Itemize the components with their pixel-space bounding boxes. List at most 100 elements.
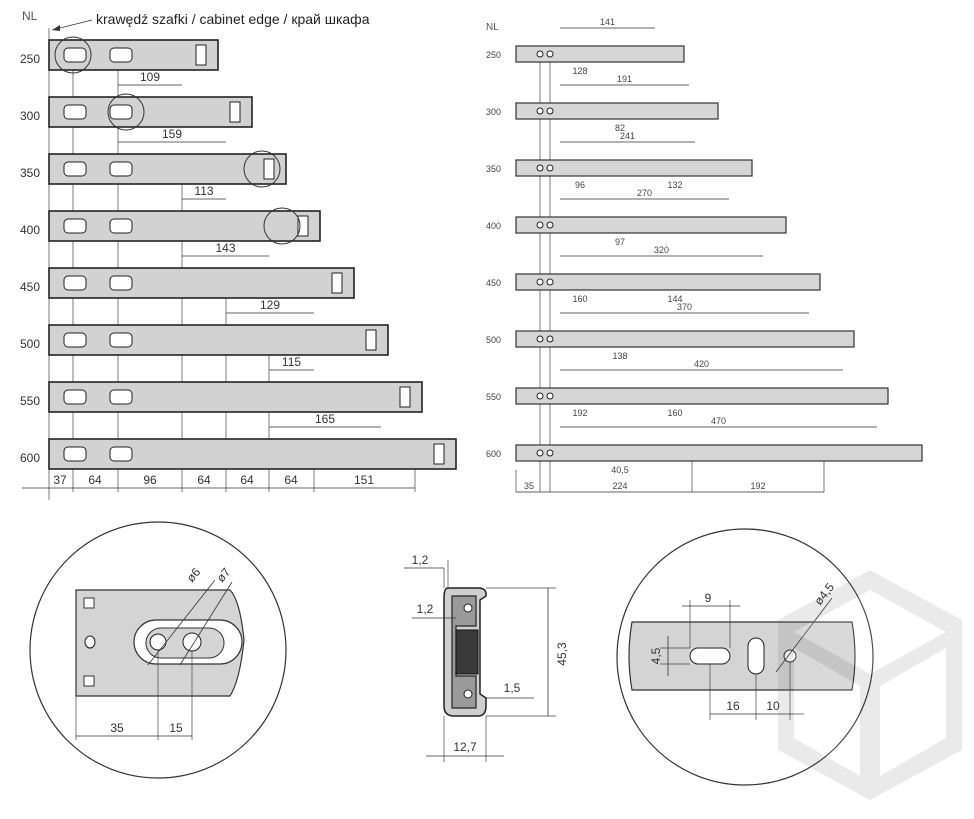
right-top-dim-value: 420: [694, 359, 709, 369]
right-top-dim-value: 191: [617, 74, 632, 84]
left-rail-row: 450 143: [20, 241, 355, 299]
right-rail-row: 400 270 97: [486, 188, 787, 247]
right-rail-hole: [546, 164, 554, 172]
detail1-square-hole-bottom: [83, 675, 95, 687]
left-rail-slot: [63, 332, 87, 348]
right-rail: [515, 159, 753, 177]
left-nl-value: 400: [20, 223, 40, 237]
right-top-dim-value: 470: [711, 416, 726, 426]
cross-section: 1,2 1,2 1,5 45,3 12,7: [404, 553, 569, 762]
right-bottom-224: 224: [612, 481, 627, 491]
detail1-round-hole: [84, 635, 96, 649]
bottom-dim-96: 96: [143, 473, 157, 487]
cabinet-edge-label: krawędź szafki / cabinet edge / край шка…: [96, 11, 370, 27]
thickness-1-5: 1,5: [504, 681, 521, 695]
height-45-3: 45,3: [555, 642, 569, 666]
edge-arrowhead: [52, 25, 60, 31]
bottom-dim-151: 151: [354, 473, 374, 487]
right-rail: [515, 330, 855, 348]
detail-circle-right: 9 4,5 ø4,5 16 10: [616, 528, 874, 786]
left-rail-row: 600 165: [20, 412, 457, 470]
left-rail-end-hook: [263, 158, 275, 180]
right-bottom-dim-value: 96: [575, 180, 585, 190]
left-rail-slot: [109, 275, 133, 291]
right-rail-hole: [536, 449, 544, 457]
dim-15: 15: [169, 721, 183, 735]
left-rail-slot: [63, 446, 87, 462]
right-rail-hole: [536, 278, 544, 286]
left-nl-value: 300: [20, 109, 40, 123]
right-bottom-dim-value: 82: [615, 123, 625, 133]
left-callout-circle: [54, 36, 92, 74]
left-rail-end-hook: [229, 101, 241, 123]
right-bottom-192: 192: [750, 481, 765, 491]
bottom-dim-64a: 64: [88, 473, 102, 487]
left-dim-value: 113: [194, 184, 213, 198]
detail1-hole-phi6: [149, 633, 167, 651]
right-rail: [515, 387, 889, 405]
left-dim-value: 143: [215, 241, 235, 255]
left-rail-slot: [63, 389, 87, 405]
right-bottom-dim-value: 97: [615, 237, 625, 247]
bottom-dim-37: 37: [53, 473, 67, 487]
right-rail-hole: [536, 50, 544, 58]
right-rail-hole: [546, 107, 554, 115]
left-rail-slot: [63, 275, 87, 291]
left-rail-slot: [63, 218, 87, 234]
right-rail-hole: [546, 278, 554, 286]
dim-35: 35: [110, 721, 124, 735]
left-dim-value: 129: [260, 298, 280, 312]
left-dim-value: 159: [162, 127, 182, 141]
detail1-square-hole-top: [83, 597, 95, 609]
right-bottom-35: 35: [524, 481, 534, 491]
right-nl-value: 400: [486, 221, 501, 231]
right-nl-value: 350: [486, 164, 501, 174]
left-rail-end-hook: [365, 329, 377, 351]
left-nl-value: 600: [20, 451, 40, 465]
right-rail: [515, 45, 685, 63]
right-bottom-dim-value: 192: [572, 408, 587, 418]
detail2-rail: [628, 621, 856, 691]
right-rail-hole: [536, 335, 544, 343]
right-bottom-dim-value: 160: [572, 294, 587, 304]
width-16: 16: [726, 699, 740, 713]
right-rail-hole: [546, 392, 554, 400]
right-top-dim-value: 320: [654, 245, 669, 255]
thickness-1-2-top: 1,2: [412, 553, 429, 567]
right-rail-hole: [536, 392, 544, 400]
left-rail-end-hook: [195, 44, 207, 66]
bottom-dim-64b: 64: [197, 473, 211, 487]
left-nl-value: 450: [20, 280, 40, 294]
bottom-dim-64c: 64: [240, 473, 254, 487]
right-nl-value: 500: [486, 335, 501, 345]
left-rail: [48, 39, 219, 71]
right-top-dim-value: 241: [620, 131, 635, 141]
width-9: 9: [705, 591, 712, 605]
left-rail: [48, 267, 355, 299]
left-callout-circle: [243, 150, 281, 188]
left-callout-circle: [107, 93, 145, 131]
cube-watermark: [778, 570, 962, 800]
right-top-dim-value: 270: [637, 188, 652, 198]
left-rail: [48, 381, 423, 413]
left-rail-slot: [109, 446, 133, 462]
right-nl-value: 550: [486, 392, 501, 402]
left-panel: NL krawędź szafki / cabinet edge / край …: [20, 9, 457, 500]
left-dim-value: 165: [315, 412, 335, 426]
right-nl-label: NL: [486, 22, 499, 33]
height-4-5: 4,5: [649, 647, 663, 664]
left-rail: [48, 210, 321, 242]
left-rail-end-hook: [399, 386, 411, 408]
left-rail-slot: [109, 332, 133, 348]
left-rail-slot: [109, 47, 133, 63]
